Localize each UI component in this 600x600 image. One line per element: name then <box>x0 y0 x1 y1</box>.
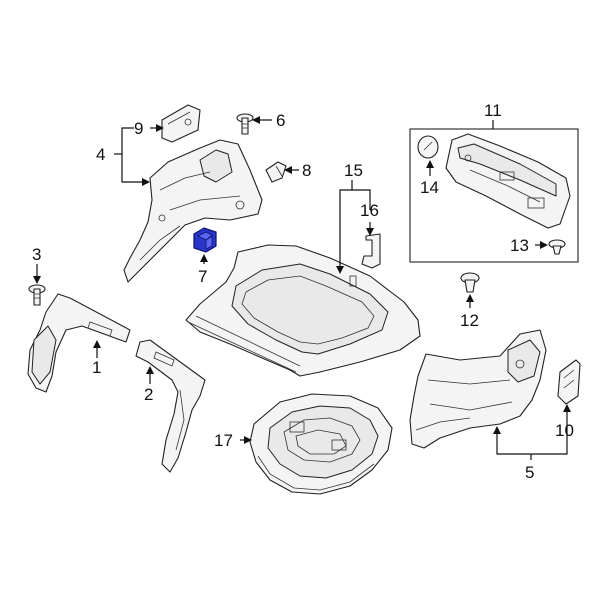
callout-9: 9 <box>134 119 143 138</box>
callout-15: 15 <box>344 161 363 180</box>
part-10-panel[interactable] <box>557 359 581 405</box>
callout-2: 2 <box>144 385 153 404</box>
part-17-tire-tray[interactable] <box>249 393 393 495</box>
callout-11: 11 <box>484 101 502 120</box>
part-2-lower-trim[interactable] <box>135 339 206 473</box>
group-11-box <box>409 128 579 263</box>
callout-8: 8 <box>302 161 311 180</box>
callout-12: 12 <box>460 311 479 330</box>
callout-16: 16 <box>360 201 379 220</box>
callout-10: 10 <box>555 421 574 440</box>
part-13-clip[interactable] <box>548 239 566 255</box>
part-1-pillar-trim[interactable] <box>27 293 131 393</box>
callout-5: 5 <box>525 463 534 482</box>
part-6-bolt[interactable] <box>236 113 254 135</box>
part-11-cover-panel[interactable] <box>445 133 571 229</box>
callout-13: 13 <box>510 236 529 255</box>
callout-labels: 1 2 3 4 5 6 7 8 9 10 11 12 13 14 15 16 1… <box>32 101 574 482</box>
trunk-floor-panel[interactable] <box>185 244 421 377</box>
callout-3: 3 <box>32 245 41 264</box>
callout-1: 1 <box>92 358 101 377</box>
part-7-clip-highlighted[interactable] <box>193 227 217 253</box>
part-3-bolt[interactable] <box>28 284 46 306</box>
part-5-right-trim[interactable] <box>409 329 547 449</box>
callout-14: 14 <box>420 178 439 197</box>
callout-4: 4 <box>96 145 105 164</box>
part-8-clip[interactable] <box>265 161 287 183</box>
part-16-bracket[interactable] <box>361 233 381 269</box>
callout-6: 6 <box>276 111 285 130</box>
leader-lines <box>33 116 571 460</box>
part-9-pad[interactable] <box>161 104 201 143</box>
part-4-upper-trim[interactable] <box>123 139 263 283</box>
callout-7: 7 <box>198 267 207 286</box>
part-14-cap[interactable] <box>417 135 439 159</box>
callout-17: 17 <box>214 431 233 450</box>
part-12-clip[interactable] <box>460 272 480 293</box>
